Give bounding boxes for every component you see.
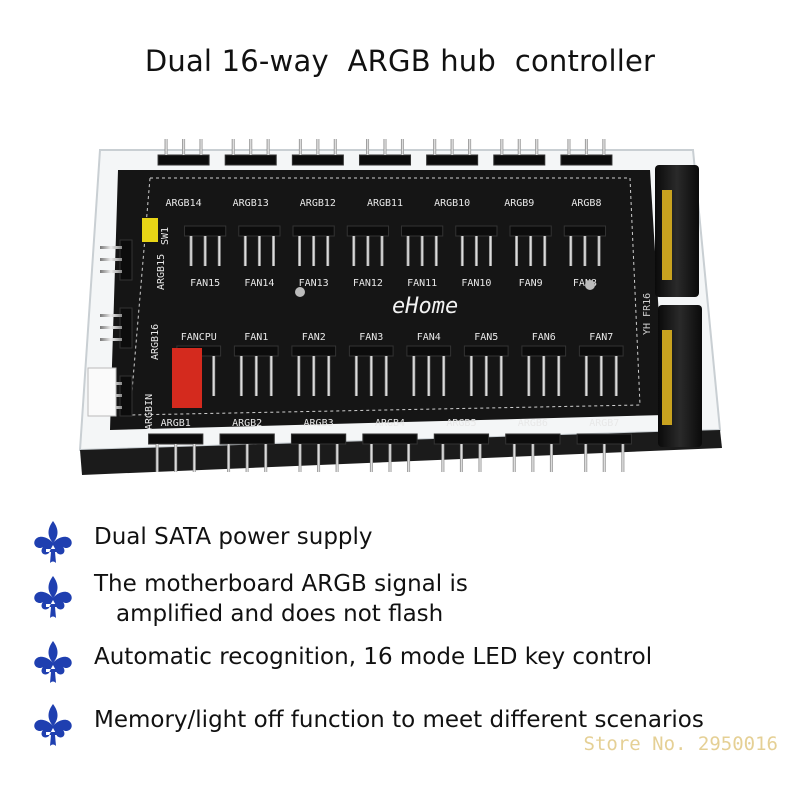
feature-line: Dual SATA power supply bbox=[94, 524, 373, 550]
feature-text: Automatic recognition, 16 mode LED key c… bbox=[94, 642, 652, 672]
feature-item-1: Dual SATA power supply bbox=[32, 520, 792, 580]
bottom-fan-label-2: FAN1 bbox=[244, 332, 268, 343]
side-label-argb16: ARGB16 bbox=[150, 324, 161, 360]
top-fan-header-4 bbox=[346, 225, 389, 266]
top-argb-header-1 bbox=[157, 139, 210, 166]
top-argb-label-3: ARGB12 bbox=[300, 198, 336, 209]
top-argb-label-5: ARGB10 bbox=[434, 198, 470, 209]
mount-screw-left bbox=[295, 287, 305, 297]
bottom-argb-header-2 bbox=[219, 433, 275, 472]
brand-logo: eHome bbox=[392, 294, 458, 319]
feature-item-4: Memory/light off function to meet differ… bbox=[32, 703, 792, 763]
top-argb-header-7 bbox=[560, 139, 613, 166]
feature-text: Memory/light off function to meet differ… bbox=[94, 705, 704, 735]
store-watermark: Store No. 2950016 bbox=[583, 733, 778, 755]
top-fan-header-2 bbox=[238, 225, 281, 266]
feature-line: Memory/light off function to meet differ… bbox=[94, 707, 704, 733]
board-edge bbox=[80, 430, 722, 475]
feature-text: Dual SATA power supply bbox=[94, 522, 373, 552]
top-fan-header-7 bbox=[509, 225, 552, 266]
top-argb-header-2 bbox=[224, 139, 277, 166]
side-label-argbin: ARGBIN bbox=[144, 394, 155, 430]
bottom-argb-header-1 bbox=[148, 433, 204, 472]
bottom-argb-label-6: ARGB6 bbox=[518, 418, 548, 429]
fleur-de-lis-icon bbox=[34, 641, 72, 683]
bottom-fan-label-8: FAN7 bbox=[589, 332, 613, 343]
bottom-fan-label-3: FAN2 bbox=[302, 332, 326, 343]
bottom-fan-header-2 bbox=[233, 345, 279, 396]
bottom-fan-label-6: FAN5 bbox=[474, 332, 498, 343]
bottom-fan-header-7 bbox=[521, 345, 567, 396]
argb-in-connector bbox=[87, 367, 117, 417]
bottom-argb-header-5 bbox=[433, 433, 490, 472]
sata-connectors bbox=[655, 165, 702, 447]
bottom-fan-header-5 bbox=[406, 345, 452, 396]
fleur-de-lis-icon bbox=[34, 576, 72, 618]
bottom-argb-label-4: ARGB4 bbox=[375, 418, 405, 429]
top-fan-header-1 bbox=[184, 225, 227, 266]
bottom-argb-header-7 bbox=[576, 433, 632, 472]
fleur-de-lis-icon bbox=[34, 704, 72, 746]
top-argb-label-4: ARGB11 bbox=[367, 198, 403, 209]
top-argb-label-7: ARGB8 bbox=[571, 198, 601, 209]
bottom-argb-label-7: ARGB7 bbox=[589, 418, 619, 429]
top-fan-label-7: FAN9 bbox=[519, 278, 543, 289]
feature-line-continued: amplified and does not flash bbox=[116, 601, 444, 627]
bottom-argb-label-5: ARGB5 bbox=[446, 418, 476, 429]
page-title: Dual 16-way ARGB hub controller bbox=[144, 44, 656, 78]
bottom-argb-header-3 bbox=[290, 433, 347, 472]
top-fan-label-3: FAN13 bbox=[299, 278, 329, 289]
bottom-argb-label-1: ARGB1 bbox=[161, 418, 191, 429]
top-argb-header-4 bbox=[358, 139, 412, 166]
side-header-2 bbox=[100, 307, 133, 349]
bottom-argb-header-4 bbox=[362, 433, 418, 472]
top-fan-label-1: FAN15 bbox=[190, 278, 220, 289]
feature-item-2: The motherboard ARGB signal is amplified … bbox=[32, 567, 792, 627]
bottom-fan-header-4 bbox=[348, 345, 394, 396]
side-header-1 bbox=[100, 239, 133, 281]
top-fan-label-4: FAN12 bbox=[353, 278, 383, 289]
argb-hub-product-photo: ARGB14 ARGB13 ARGB12 ARGB11 ARGB10 ARGB9 ARGB8… bbox=[0, 130, 800, 510]
bottom-fan-label-7: FAN6 bbox=[532, 332, 556, 343]
top-fan-label-8: FAN8 bbox=[573, 278, 597, 289]
switch-label: SW1 bbox=[160, 227, 171, 245]
top-fan-header-8 bbox=[563, 225, 606, 266]
feature-text: The motherboard ARGB signal is amplified … bbox=[94, 569, 468, 629]
top-fan-label-2: FAN14 bbox=[244, 278, 274, 289]
top-fan-header-6 bbox=[455, 225, 498, 266]
side-label-argb15: ARGB15 bbox=[156, 254, 167, 290]
top-fan-label-6: FAN10 bbox=[461, 278, 491, 289]
bottom-argb-label-3: ARGB3 bbox=[304, 418, 334, 429]
bottom-fan-header-6 bbox=[463, 345, 509, 396]
top-fan-header-3 bbox=[292, 225, 335, 266]
top-argb-label-1: ARGB14 bbox=[166, 198, 202, 209]
model-label: YH FR16 bbox=[642, 293, 653, 335]
top-argb-label-2: ARGB13 bbox=[233, 198, 269, 209]
top-argb-label-6: ARGB9 bbox=[504, 198, 534, 209]
top-fan-label-5: FAN11 bbox=[407, 278, 437, 289]
bottom-fan-label-5: FAN4 bbox=[417, 332, 441, 343]
top-argb-header-3 bbox=[291, 139, 344, 166]
bottom-fan-header-3 bbox=[291, 345, 337, 396]
mount-screw-right bbox=[585, 280, 595, 290]
feature-line: The motherboard ARGB signal is bbox=[94, 571, 468, 597]
top-argb-header-5 bbox=[426, 139, 479, 166]
feature-line: Automatic recognition, 16 mode LED key c… bbox=[94, 644, 653, 670]
bottom-fan-label-4: FAN3 bbox=[359, 332, 383, 343]
feature-item-3: Automatic recognition, 16 mode LED key c… bbox=[32, 640, 792, 700]
fan-cpu-header bbox=[172, 348, 202, 408]
top-argb-header-6 bbox=[493, 139, 546, 166]
switch-button[interactable] bbox=[142, 218, 158, 242]
fleur-de-lis-icon bbox=[34, 521, 72, 563]
bottom-fan-label-1: FANCPU bbox=[181, 332, 217, 343]
bottom-fan-header-8 bbox=[578, 345, 624, 396]
bottom-argb-header-6 bbox=[505, 433, 561, 472]
top-fan-header-5 bbox=[401, 225, 444, 266]
bottom-argb-label-2: ARGB2 bbox=[232, 418, 262, 429]
